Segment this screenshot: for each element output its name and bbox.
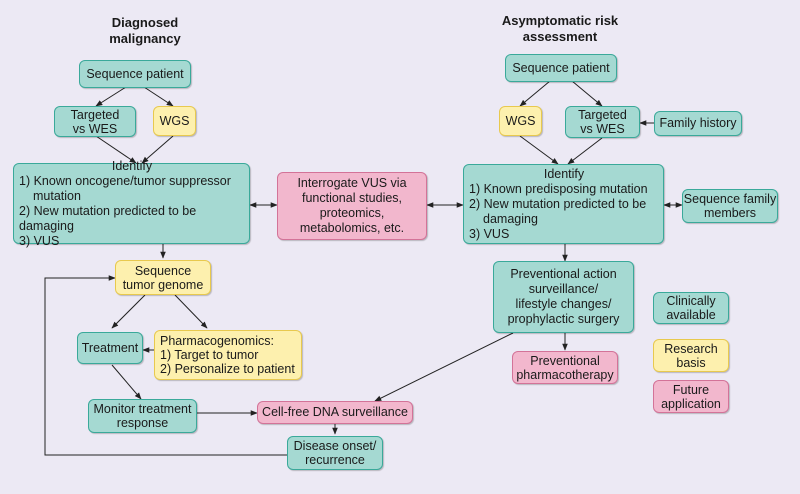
box-sequence-family-members: Sequence family members — [682, 189, 778, 223]
legend-future-application: Future application — [653, 380, 729, 413]
header-asymptomatic-risk: Asymptomatic risk assessment — [501, 13, 619, 44]
box-sequence-patient-right: Sequence patient — [505, 54, 617, 82]
arrow-wgs-to-identify-right — [519, 135, 559, 165]
box-targeted-wes-right: Targeted vs WES — [565, 106, 640, 138]
box-targeted-wes-left: Targeted vs WES — [54, 106, 136, 137]
box-interrogate-vus: Interrogate VUS via functional studies, … — [277, 172, 427, 240]
box-cell-free-dna: Cell-free DNA surveillance — [257, 401, 413, 424]
box-wgs-left: WGS — [153, 106, 196, 136]
arrow-seq-to-wgs-right — [519, 80, 551, 107]
box-sequence-tumor-genome: Sequence tumor genome — [115, 260, 211, 295]
header-diagnosed-malignancy: Diagnosed malignancy — [109, 15, 181, 46]
legend-clinically-available: Clinically available — [653, 292, 729, 324]
arrow-treatment-to-monitor — [111, 364, 142, 400]
arrow-preventional-to-cellfree — [374, 332, 514, 402]
box-family-history: Family history — [654, 111, 742, 136]
arrow-seq-to-wgs-left — [143, 86, 174, 107]
box-treatment: Treatment — [77, 332, 143, 364]
arrow-seqtumor-to-treatment — [111, 294, 146, 329]
arrow-seqtumor-to-pharma — [174, 294, 208, 329]
box-disease-onset: Disease onset/ recurrence — [287, 436, 383, 470]
box-preventional-action: Preventional action surveillance/ lifest… — [493, 261, 634, 333]
box-sequence-patient-left: Sequence patient — [79, 60, 191, 88]
box-wgs-right: WGS — [499, 106, 542, 136]
legend-research-basis: Research basis — [653, 339, 729, 372]
box-preventional-pharmacotherapy: Preventional pharmacotherapy — [512, 351, 618, 384]
box-monitor-treatment: Monitor treatment response — [88, 399, 197, 433]
box-identify-left: Identify 1) Known oncogene/tumor suppres… — [13, 159, 250, 248]
box-pharmacogenomics: Pharmacogenomics: 1) Target to tumor 2) … — [154, 330, 302, 380]
arrow-targeted-to-identify-right — [567, 137, 603, 165]
arrow-seq-to-targeted-left — [95, 86, 127, 107]
box-identify-right: Identify 1) Known predisposing mutation … — [463, 164, 664, 244]
arrow-seq-to-targeted-right — [571, 80, 603, 107]
